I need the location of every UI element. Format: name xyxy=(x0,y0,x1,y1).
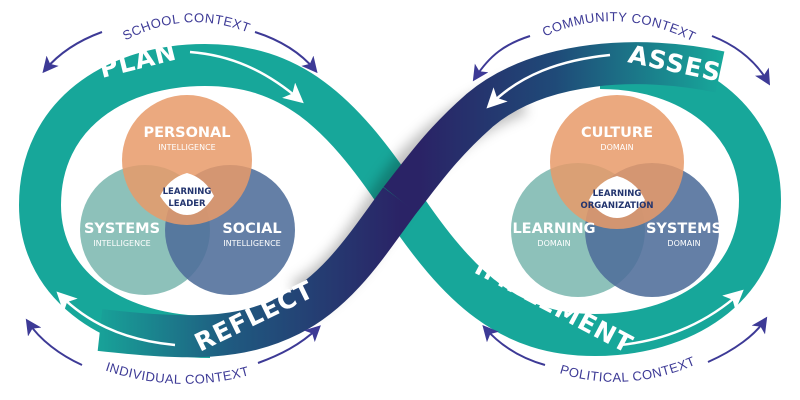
venn-center-learning-organization xyxy=(589,176,645,218)
reflect-flow-arrow xyxy=(56,291,176,347)
culture-title: CULTURE xyxy=(581,125,653,141)
venn-circle-personal-intelligence xyxy=(122,95,252,225)
social-subtitle: INTELLIGENCE xyxy=(223,239,280,248)
learning-leader-venn: PERSONAL INTELLIGENCE SYSTEMS INTELLIGEN… xyxy=(80,95,295,295)
venn-center-learning-leader xyxy=(160,173,214,215)
school-context-arrow-left xyxy=(42,31,103,74)
plan-flow-arrow xyxy=(189,50,304,104)
school-context-label: SCHOOL CONTEXT xyxy=(120,10,252,43)
infinity-band-reflect xyxy=(97,187,417,358)
individual-context-arrow-right xyxy=(257,325,321,364)
community-context-label: COMMUNITY CONTEXT xyxy=(540,9,698,44)
learning-organization-line2: ORGANIZATION xyxy=(581,201,654,211)
venn-circle-culture-domain xyxy=(550,95,684,229)
learning-organization-venn: CULTURE DOMAIN LEARNING DOMAIN SYSTEMS D… xyxy=(511,95,722,297)
systems-domain-title: SYSTEMS xyxy=(646,221,722,237)
culture-subtitle: DOMAIN xyxy=(600,143,633,152)
implement-flow-arrow xyxy=(619,289,744,347)
social-title: SOCIAL xyxy=(222,221,281,237)
individual-context-arrow-left xyxy=(25,318,83,366)
political-context-arrow-right xyxy=(707,316,768,363)
learning-leader-line2: LEADER xyxy=(168,199,206,209)
systems-domain-subtitle: DOMAIN xyxy=(667,239,700,248)
learning-organization-line1: LEARNING xyxy=(593,189,642,199)
community-context-arrow-right xyxy=(711,35,771,86)
school-context-arrow-right xyxy=(254,31,318,74)
personal-subtitle: INTELLIGENCE xyxy=(158,143,215,152)
learning-leader-line1: LEARNING xyxy=(163,187,212,197)
systems-intelligence-title: SYSTEMS xyxy=(84,221,160,237)
individual-context-label: INDIVIDUAL CONTEXT xyxy=(104,359,251,387)
community-context-arrow-left xyxy=(472,35,531,82)
personal-title: PERSONAL xyxy=(143,125,230,141)
assess-flow-arrow xyxy=(486,53,611,109)
political-context-label: POLITICAL CONTEXT xyxy=(558,353,697,385)
learning-domain-subtitle: DOMAIN xyxy=(537,239,570,248)
systems-intelligence-subtitle: INTELLIGENCE xyxy=(93,239,150,248)
political-context-arrow-left xyxy=(482,325,546,366)
learning-domain-title: LEARNING xyxy=(512,221,595,237)
